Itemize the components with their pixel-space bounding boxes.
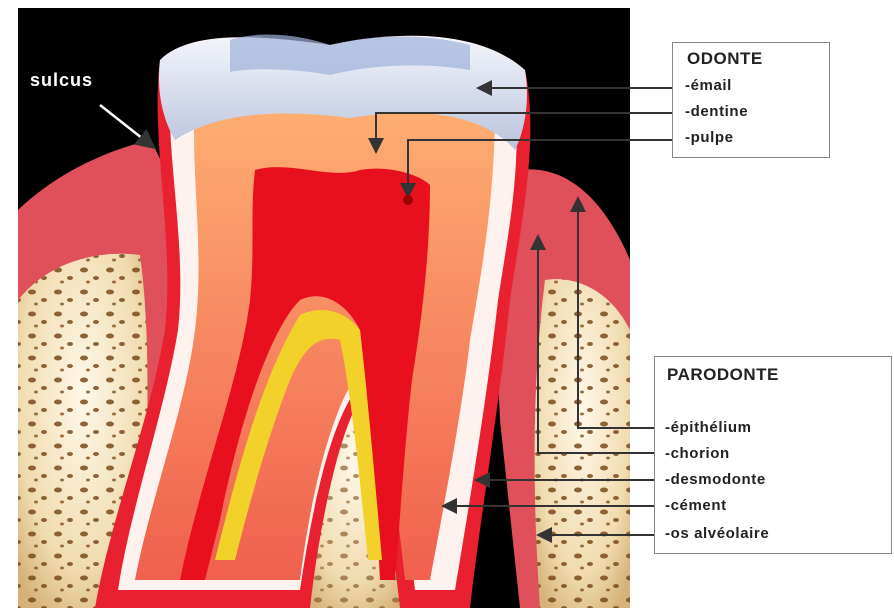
parodonte-item-epithelium: -épithélium	[665, 419, 752, 436]
parodonte-title: PARODONTE	[667, 365, 779, 385]
odonte-item-pulpe: -pulpe	[685, 129, 734, 146]
odonte-title: ODONTE	[687, 49, 763, 69]
odonte-label-box: ODONTE -émail -dentine -pulpe	[672, 42, 830, 158]
sulcus-label: sulcus	[30, 70, 93, 91]
parodonte-item-chorion: -chorion	[665, 445, 730, 462]
parodonte-label-box: PARODONTE -épithélium -chorion -desmodon…	[654, 356, 892, 554]
parodonte-item-os-alveolaire: -os alvéolaire	[665, 525, 769, 542]
pulp-pointer-dot	[403, 195, 413, 205]
odonte-item-email: -émail	[685, 77, 732, 94]
parodonte-item-desmodonte: -desmodonte	[665, 471, 766, 488]
parodonte-item-cement: -cément	[665, 497, 727, 514]
odonte-item-dentine: -dentine	[685, 103, 748, 120]
